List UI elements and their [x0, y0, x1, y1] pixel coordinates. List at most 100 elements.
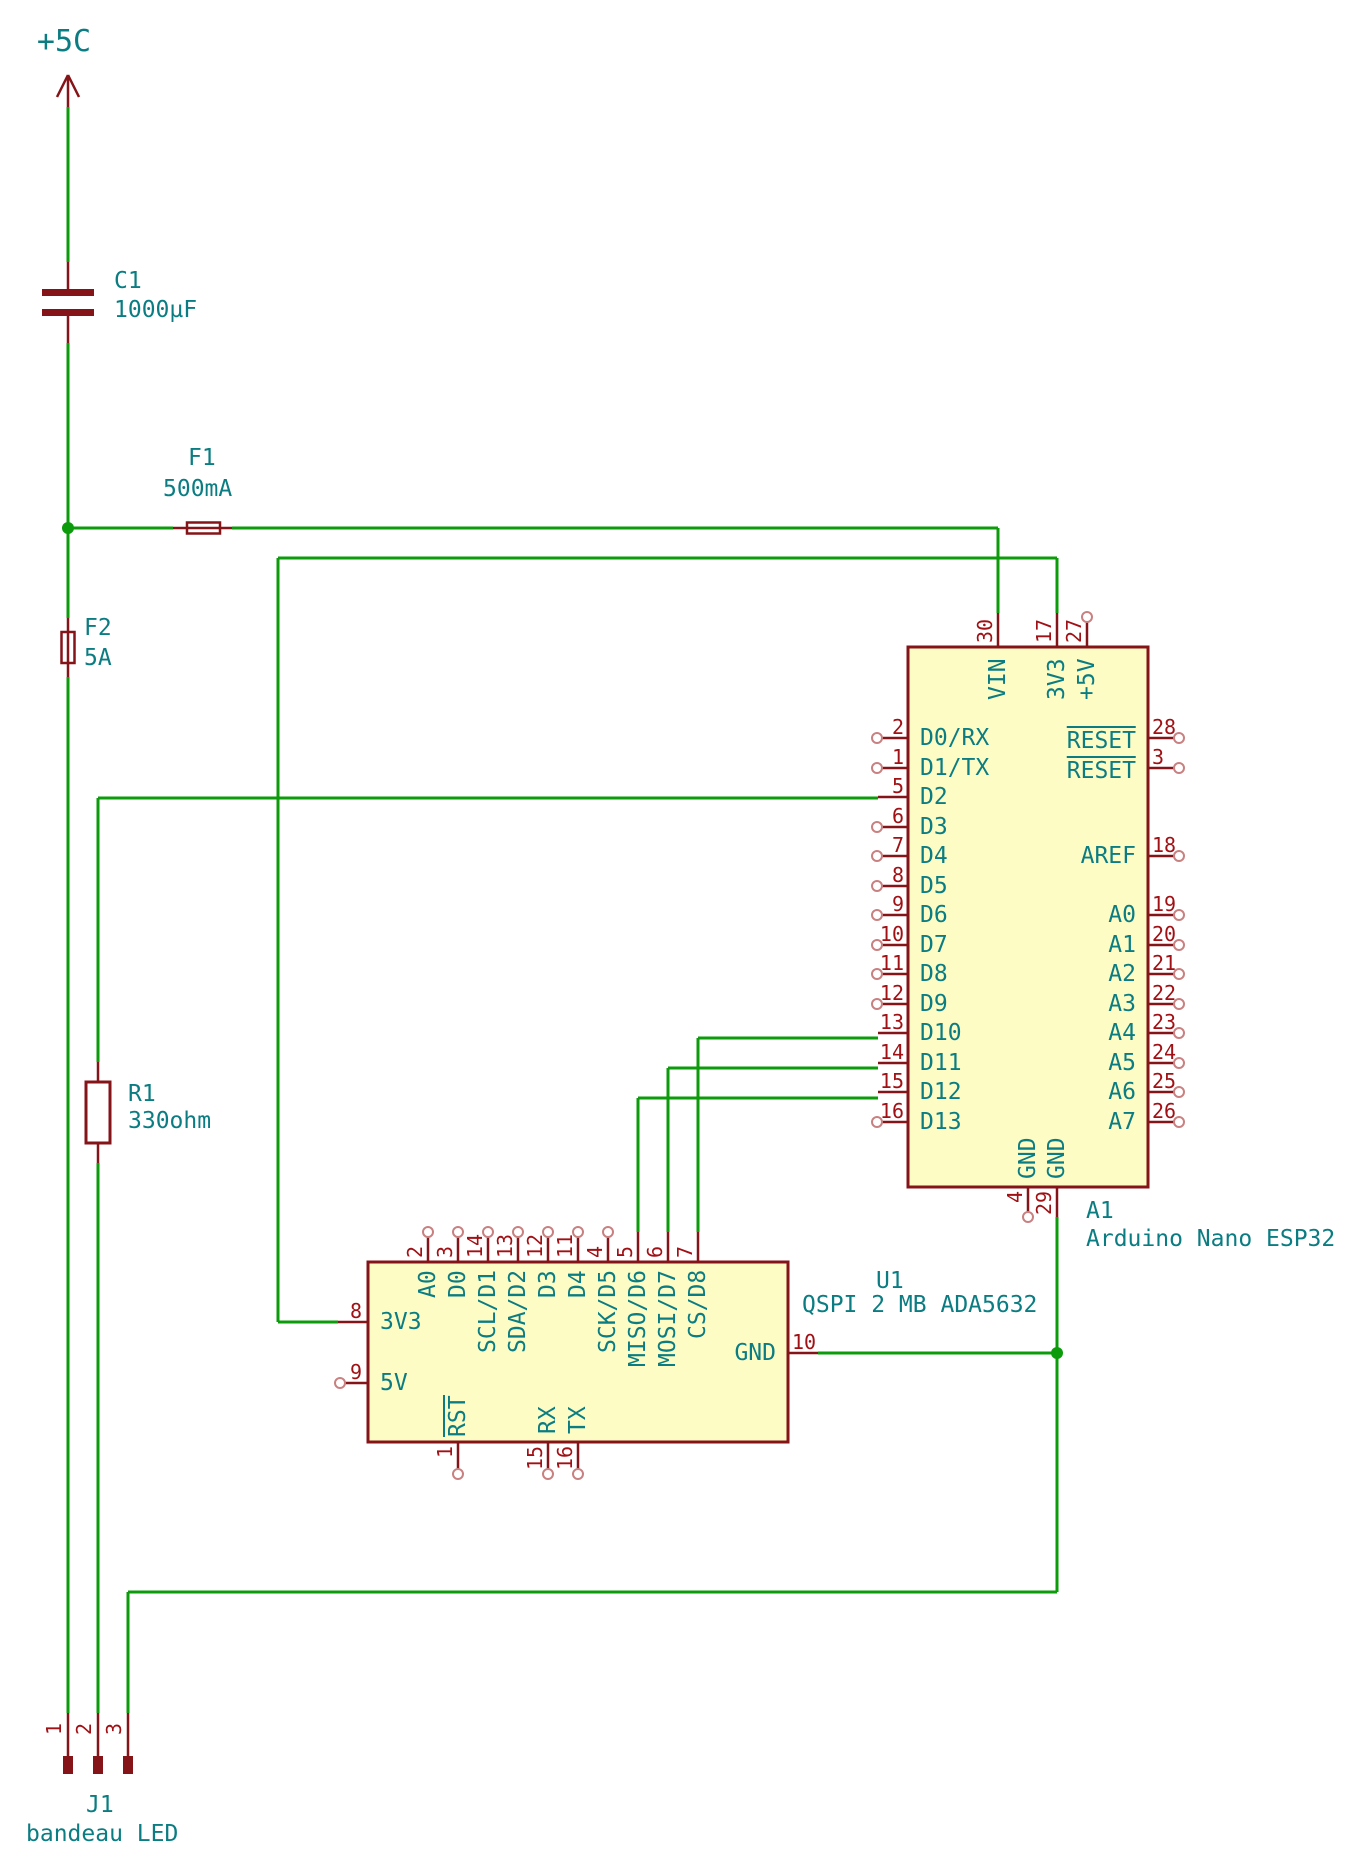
- component-ref-j1[interactable]: J1: [86, 1792, 114, 1818]
- pin-open-circle[interactable]: [1173, 1086, 1185, 1098]
- fuse-body[interactable]: [60, 630, 76, 665]
- pin-number: 24: [1152, 1040, 1177, 1064]
- pin-number: 11: [553, 1233, 577, 1258]
- connector-pin-pad[interactable]: [63, 1756, 73, 1774]
- pin-open-circle[interactable]: [1022, 1211, 1034, 1223]
- pin-number: 6: [891, 804, 904, 828]
- pin-open-circle[interactable]: [871, 880, 883, 892]
- component-value-r1[interactable]: 330ohm: [128, 1108, 212, 1134]
- pin-number: 8: [891, 863, 904, 887]
- pin-open-circle[interactable]: [452, 1468, 464, 1480]
- component-value-j1[interactable]: bandeau LED: [26, 1821, 179, 1847]
- power-arrow-wing[interactable]: [55, 74, 70, 98]
- pin-open-circle[interactable]: [1173, 732, 1185, 744]
- pin-name: 3V3: [380, 1309, 422, 1335]
- connector-j1-pin[interactable]: [123, 1713, 133, 1774]
- component-ref-f1[interactable]: F1: [188, 445, 216, 471]
- power-arrow-wing[interactable]: [66, 74, 81, 98]
- pin-name: D7: [920, 932, 948, 958]
- pin-open-circle[interactable]: [871, 821, 883, 833]
- component-ref-r1[interactable]: R1: [128, 1081, 156, 1107]
- pin-name: RESET: [1066, 756, 1136, 784]
- capacitor-plate[interactable]: [42, 289, 94, 296]
- pin-name: D3: [920, 814, 948, 840]
- component-ref-c1[interactable]: C1: [114, 268, 142, 294]
- capacitor-c1-symbol[interactable]: [42, 262, 94, 343]
- pin-open-circle[interactable]: [1173, 1116, 1185, 1128]
- junction-dot[interactable]: [1051, 1347, 1063, 1359]
- pin-open-circle[interactable]: [452, 1226, 464, 1238]
- pin-open-circle[interactable]: [1173, 998, 1185, 1010]
- pin-number: 21: [1152, 951, 1177, 975]
- pin-name: A2: [1108, 961, 1136, 987]
- pin-open-circle[interactable]: [871, 968, 883, 980]
- pin-open-circle[interactable]: [1173, 1027, 1185, 1039]
- pin-open-circle[interactable]: [871, 939, 883, 951]
- connector-pin-pad[interactable]: [93, 1756, 103, 1774]
- qspi-body[interactable]: [366, 1260, 790, 1444]
- pin-open-circle[interactable]: [512, 1226, 524, 1238]
- junction-dot[interactable]: [62, 522, 74, 534]
- pin-name: 3V3: [1044, 658, 1070, 700]
- pin-number: 15: [523, 1445, 547, 1470]
- fuse-f1-symbol[interactable]: [173, 521, 232, 535]
- pin-open-circle[interactable]: [1081, 611, 1093, 623]
- pin-name: D3: [535, 1270, 561, 1298]
- capacitor-plate[interactable]: [42, 309, 94, 316]
- component-ref-f2[interactable]: F2: [84, 615, 112, 641]
- pin-open-circle[interactable]: [602, 1226, 614, 1238]
- pin-open-circle[interactable]: [871, 909, 883, 921]
- pin-open-circle[interactable]: [334, 1377, 346, 1389]
- pin-open-circle[interactable]: [572, 1468, 584, 1480]
- component-value-a1[interactable]: Arduino Nano ESP32: [1086, 1226, 1336, 1252]
- pin-name: CS/D8: [685, 1269, 711, 1339]
- resistor-r1-symbol[interactable]: [84, 1062, 112, 1163]
- component-ref-u1[interactable]: U1: [876, 1268, 904, 1294]
- pin-name: D5: [920, 873, 948, 899]
- resistor-body[interactable]: [84, 1080, 112, 1145]
- pin-name: +5V: [1074, 658, 1100, 700]
- connector-pin-pad[interactable]: [123, 1756, 133, 1774]
- component-value-f2[interactable]: 5A: [84, 645, 112, 671]
- component-ref-a1[interactable]: A1: [1086, 1198, 1114, 1224]
- pin-open-circle[interactable]: [1173, 850, 1185, 862]
- pin-open-circle[interactable]: [1173, 968, 1185, 980]
- pin-name: A7: [1108, 1109, 1136, 1135]
- pin-open-circle[interactable]: [871, 1116, 883, 1128]
- pin-number: 13: [879, 1010, 904, 1034]
- pin-number: 9: [891, 892, 904, 916]
- pin-name: A3: [1108, 991, 1136, 1017]
- pin-open-circle[interactable]: [871, 762, 883, 774]
- pin-open-circle[interactable]: [1173, 1057, 1185, 1069]
- pin-open-circle[interactable]: [572, 1226, 584, 1238]
- pin-open-circle[interactable]: [871, 850, 883, 862]
- pin-number: 14: [879, 1040, 904, 1064]
- pin-open-circle[interactable]: [1173, 939, 1185, 951]
- pin-number: 13: [493, 1233, 517, 1258]
- pin-number: 17: [1032, 618, 1056, 643]
- power-flag-symbol[interactable]: [55, 74, 81, 107]
- power-flag-label[interactable]: +5C: [36, 24, 92, 59]
- pin-open-circle[interactable]: [871, 732, 883, 744]
- pin-open-circle[interactable]: [871, 998, 883, 1010]
- component-value-u1[interactable]: QSPI 2 MB ADA5632: [802, 1292, 1038, 1318]
- pin-name: D1/TX: [920, 755, 990, 781]
- pin-open-circle[interactable]: [482, 1226, 494, 1238]
- pin-name: D0/RX: [920, 725, 990, 751]
- connector-j1-pin[interactable]: [93, 1713, 103, 1774]
- component-value-f1[interactable]: 500mA: [163, 476, 233, 502]
- pin-name: GND: [1044, 1137, 1070, 1179]
- connector-j1-pin[interactable]: [63, 1713, 73, 1774]
- pin-open-circle[interactable]: [422, 1226, 434, 1238]
- pin-name: D9: [920, 991, 948, 1017]
- fuse-f2-symbol[interactable]: [60, 618, 76, 677]
- pin-name: D6: [920, 902, 948, 928]
- component-value-c1[interactable]: 1000µF: [114, 297, 198, 323]
- pin-open-circle[interactable]: [1173, 762, 1185, 774]
- pin-name: A6: [1108, 1079, 1136, 1105]
- pin-open-circle[interactable]: [542, 1468, 554, 1480]
- pin-open-circle[interactable]: [542, 1226, 554, 1238]
- fuse-body[interactable]: [185, 521, 222, 535]
- pin-number: 19: [1152, 892, 1177, 916]
- pin-open-circle[interactable]: [1173, 909, 1185, 921]
